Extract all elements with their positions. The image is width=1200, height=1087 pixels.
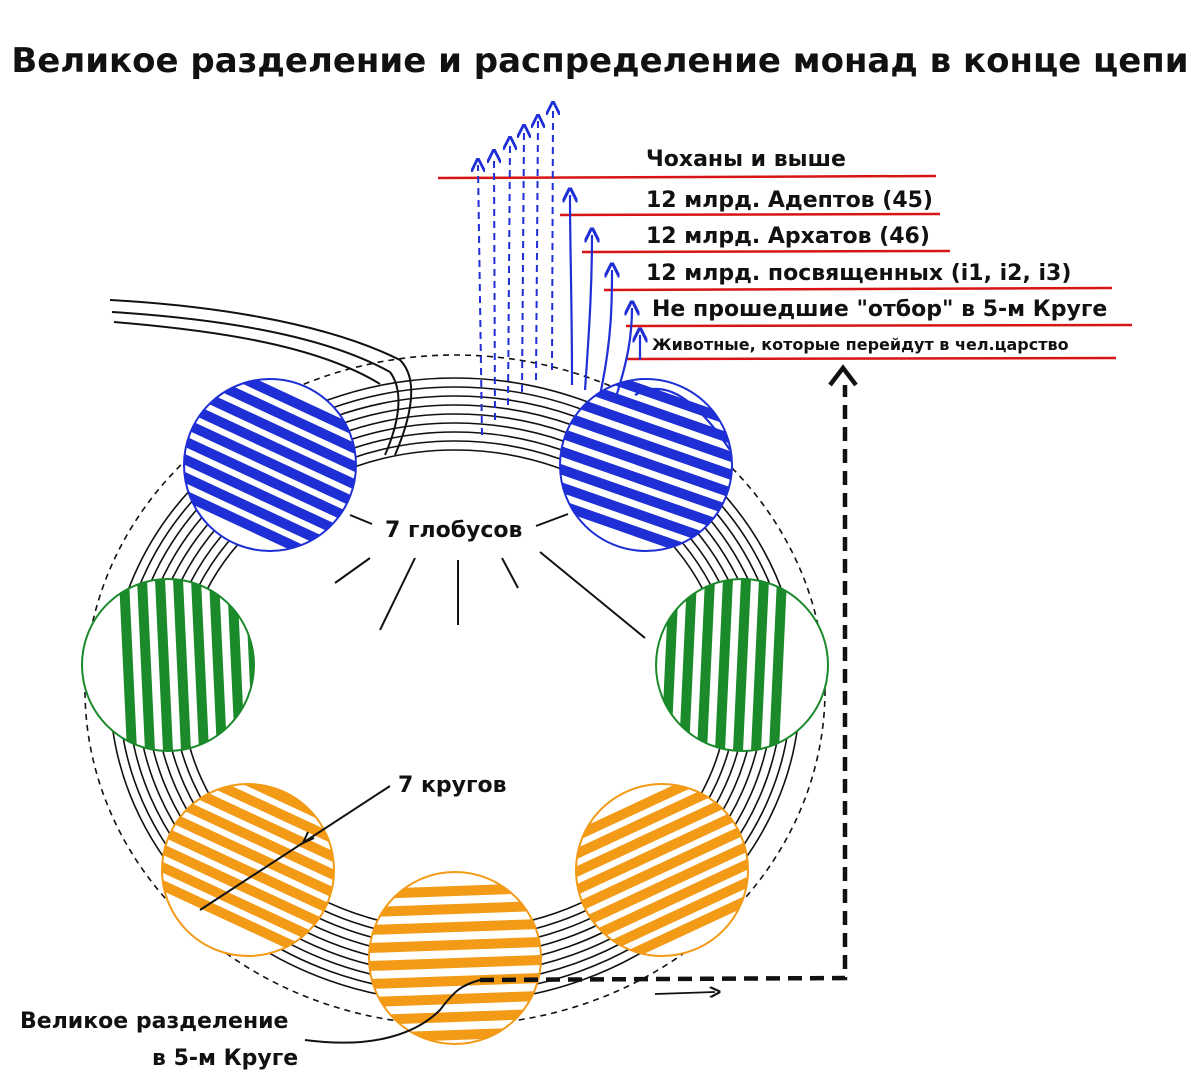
arrow-dashed-5 <box>536 121 538 381</box>
division-label-line1: Великое разделение <box>20 1009 288 1034</box>
level-label-adepts: 12 млрд. Адептов (45) <box>646 188 933 213</box>
level-line-4 <box>603 286 1113 292</box>
incoming-thread-2 <box>111 311 400 456</box>
globe-1 <box>183 378 357 552</box>
globe-3-stripes <box>119 579 254 751</box>
globe-7 <box>368 871 542 1045</box>
globe-7-stripes <box>369 883 541 1043</box>
globes-pointer-lines <box>334 513 646 639</box>
arrow-solid-return <box>634 387 731 451</box>
division-pointer-line <box>304 979 481 1044</box>
incoming-thread <box>109 299 413 456</box>
rounds-pointer-line <box>199 785 391 911</box>
division-dashed-arrowhead <box>828 364 858 387</box>
arrow-solid-initiates <box>598 270 612 396</box>
globe-5 <box>161 783 335 957</box>
globe-2-stripes <box>560 379 732 551</box>
level-line-5 <box>625 323 1133 328</box>
globe-4 <box>655 578 829 752</box>
level-label-animals: Животные, которые перейдут в чел.царство <box>652 335 1069 354</box>
arrow-dashed-3 <box>508 143 510 406</box>
arrow-solid-failed <box>613 308 632 401</box>
arrow-dashed-4 <box>522 131 524 393</box>
level-label-initiates: 12 млрд. посвященных (i1, i2, i3) <box>646 261 1071 286</box>
level-label-chohans: Чоханы и выше <box>646 147 846 172</box>
division-dashed-path <box>479 385 848 983</box>
level-label-failed-selection: Не прошедшие "отбор" в 5-м Круге <box>652 297 1107 322</box>
arrow-dashed-2 <box>494 156 495 421</box>
rounds-pointer-arrowhead <box>300 831 315 846</box>
arrow-dashed-6 <box>552 108 553 371</box>
globes-group <box>81 378 829 1045</box>
level-line-1 <box>437 174 937 180</box>
level-line-2 <box>559 212 941 217</box>
arrow-dashed-1 <box>478 165 482 436</box>
level-lines <box>437 174 1133 361</box>
level-label-arhats: 12 млрд. Архатов (46) <box>646 224 930 249</box>
dashed-blue-arrows <box>478 108 553 436</box>
rounds-label: 7 кругов <box>398 773 507 798</box>
incoming-thread-3 <box>113 321 381 385</box>
diagram-title: Великое разделение и распределение монад… <box>11 41 1188 81</box>
division-label-line2: в 5-м Круге <box>152 1046 298 1071</box>
solid-blue-arrows <box>570 195 731 451</box>
globes-label: 7 глобусов <box>385 518 522 543</box>
direction-arrow <box>654 992 715 994</box>
arrow-solid-adepts <box>570 195 572 386</box>
globe-2 <box>559 378 733 552</box>
globe-1-stripes <box>184 379 356 551</box>
level-line-3 <box>581 249 951 254</box>
globe-4-stripes <box>656 579 787 751</box>
level-line-6 <box>625 356 1117 361</box>
globe-6 <box>575 783 749 957</box>
globe-3 <box>81 578 255 752</box>
arrow-solid-arhats <box>583 235 592 391</box>
